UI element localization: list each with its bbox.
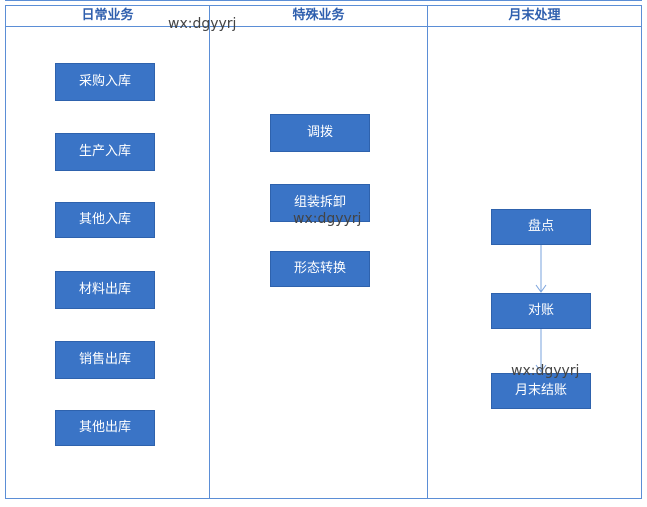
top-border	[5, 0, 642, 1]
box-stocktake[interactable]: 盘点	[491, 209, 591, 245]
box-form-conversion[interactable]: 形态转换	[270, 251, 370, 287]
box-production-inbound[interactable]: 生产入库	[55, 133, 155, 171]
lane-divider-2	[427, 5, 428, 499]
watermark-3: wx:dgyyrj	[511, 363, 580, 379]
box-transfer[interactable]: 调拨	[270, 114, 370, 152]
box-sales-outbound[interactable]: 销售出库	[55, 341, 155, 379]
watermark-1: wx:dgyyrj	[168, 16, 237, 32]
box-assembly-disassembly[interactable]: 组装拆卸	[270, 184, 370, 222]
lane-header-special: 特殊业务	[292, 8, 345, 23]
header-divider	[5, 26, 642, 27]
arrow-stocktake-to-reconciliation	[535, 245, 547, 293]
box-month-end-close[interactable]: 月末结账	[491, 373, 591, 409]
box-material-outbound[interactable]: 材料出库	[55, 271, 155, 309]
box-other-outbound[interactable]: 其他出库	[55, 410, 155, 446]
diagram-frame	[5, 5, 642, 499]
lane-divider-1	[209, 5, 210, 499]
box-other-inbound[interactable]: 其他入库	[55, 202, 155, 238]
watermark-2: wx:dgyyrj	[293, 211, 362, 227]
lane-header-month-end: 月末处理	[508, 8, 561, 23]
lane-header-daily: 日常业务	[81, 8, 134, 23]
arrow-reconciliation-to-close	[535, 329, 547, 373]
box-reconciliation[interactable]: 对账	[491, 293, 591, 329]
box-purchase-inbound[interactable]: 采购入库	[55, 63, 155, 101]
